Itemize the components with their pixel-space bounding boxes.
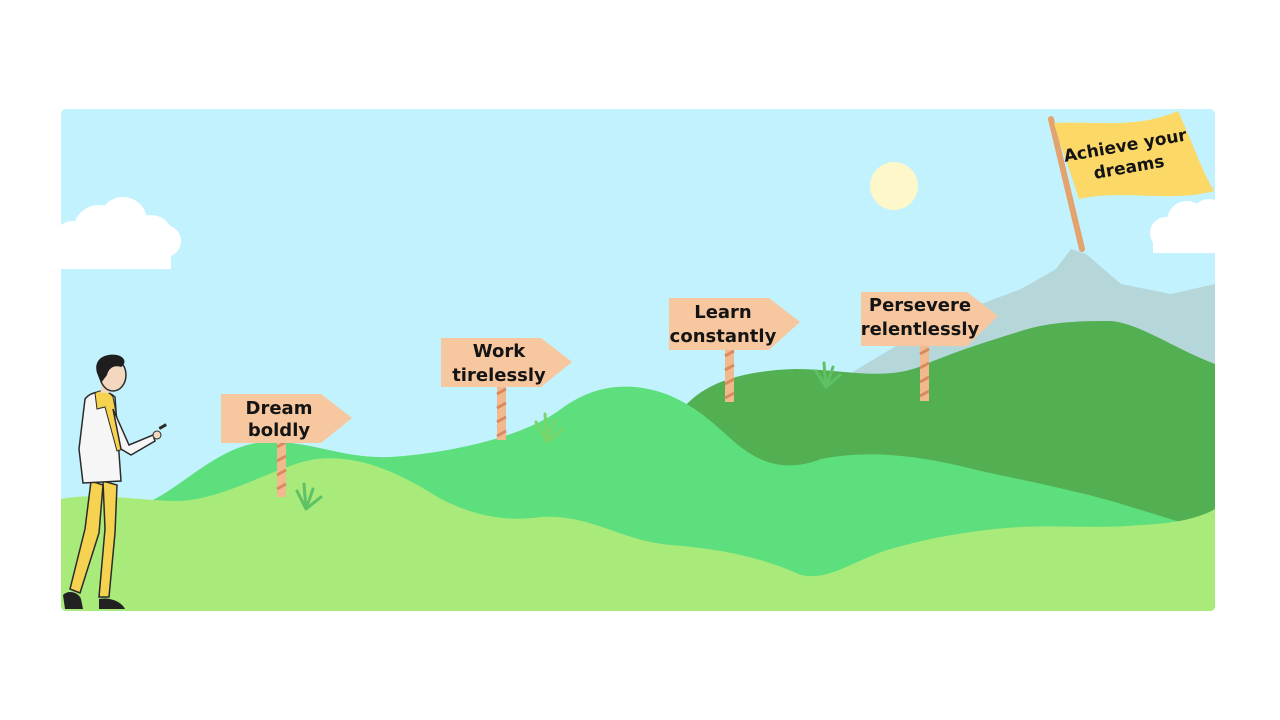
sign-label-line2: boldly	[248, 420, 310, 441]
sign-label-line1: Dream	[246, 398, 313, 419]
sign-label-line2: constantly	[670, 326, 777, 347]
sign-label-line1: Persevere	[869, 295, 971, 316]
illustration-panel: Dream boldly Work tirelessly Learn const…	[61, 109, 1215, 611]
sign-label-line1: Learn	[694, 302, 752, 323]
flag-banner	[1054, 111, 1214, 199]
sign-label-line2: tirelessly	[452, 365, 546, 386]
cloud-left	[61, 197, 181, 269]
grass-tuft	[814, 361, 842, 389]
signpost-dream-boldly: Dream boldly	[221, 394, 352, 497]
grass-tuft	[534, 412, 565, 444]
sign-label-line2: relentlessly	[861, 319, 980, 340]
cloud-right	[1150, 199, 1215, 253]
sun	[870, 162, 918, 210]
signpost-work-tirelessly: Work tirelessly	[441, 338, 572, 440]
hill-light	[61, 458, 1215, 611]
sign-label-line1: Work	[473, 341, 526, 362]
goal-flag: Achieve your dreams	[1048, 111, 1214, 252]
person-figure	[63, 354, 167, 609]
grass-tuft	[295, 482, 323, 511]
signpost-learn-constantly: Learn constantly	[669, 298, 800, 402]
signpost-persevere-relentlessly: Persevere relentlessly	[861, 292, 998, 401]
